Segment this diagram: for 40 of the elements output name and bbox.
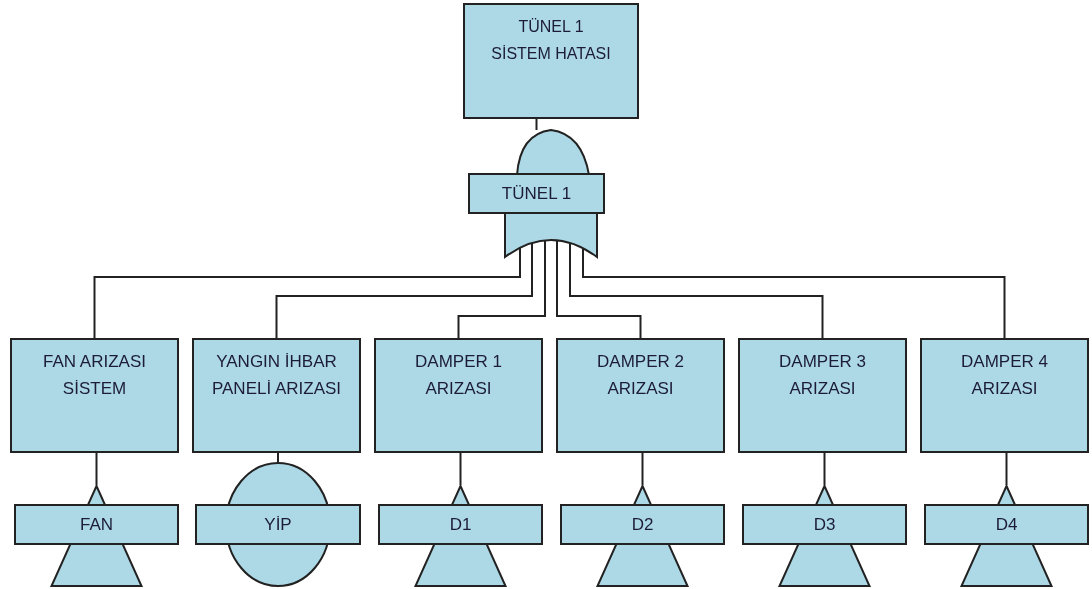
event-box: [192, 338, 361, 453]
event-label: YANGIN İHBAR PANELİ ARIZASI: [210, 351, 343, 400]
connector-line: [277, 452, 279, 463]
event-box: [920, 338, 1089, 453]
connector-line: [95, 452, 98, 486]
basic-event-circle: [195, 462, 361, 587]
event-label: DAMPER 3 ARIZASI: [778, 351, 867, 400]
event-box: [374, 338, 543, 453]
event-label: FAN ARIZASI SİSTEM: [42, 351, 147, 400]
event-label: DAMPER 1 ARIZASI: [414, 351, 503, 400]
connector-line: [535, 118, 538, 131]
event-box: [738, 338, 907, 453]
connector-line: [556, 239, 642, 339]
connector-line: [641, 452, 644, 486]
event-box: [556, 338, 725, 453]
transfer-triangle-event: [560, 485, 725, 587]
connector-line: [823, 452, 826, 486]
event-label-bar: D3: [742, 504, 907, 545]
event-label-bar: D1: [378, 504, 543, 545]
event-box: [463, 3, 639, 119]
connector-line: [582, 247, 1006, 339]
event-label-bar: YİP: [195, 504, 361, 545]
event-label: TÜNEL 1 SİSTEM HATASI: [490, 17, 612, 64]
connector-line: [569, 241, 824, 339]
event-label: DAMPER 2 ARIZASI: [596, 351, 685, 400]
transfer-triangle-event: [924, 485, 1089, 587]
transfer-triangle-event: [378, 485, 543, 587]
connector-line: [93, 246, 521, 339]
event-label-bar: D4: [924, 504, 1089, 545]
gate-label: TÜNEL 1: [468, 173, 605, 214]
connector-line: [459, 452, 462, 486]
connector-line: [457, 239, 546, 339]
transfer-triangle-event: [742, 485, 907, 587]
transfer-triangle-event: [14, 485, 179, 587]
or-gate: [468, 128, 605, 258]
connector-line: [1005, 452, 1008, 486]
event-label: DAMPER 4 ARIZASI: [960, 351, 1049, 400]
event-label-bar: FAN: [14, 504, 179, 545]
event-label-bar: D2: [560, 504, 725, 545]
event-box: [10, 338, 179, 453]
